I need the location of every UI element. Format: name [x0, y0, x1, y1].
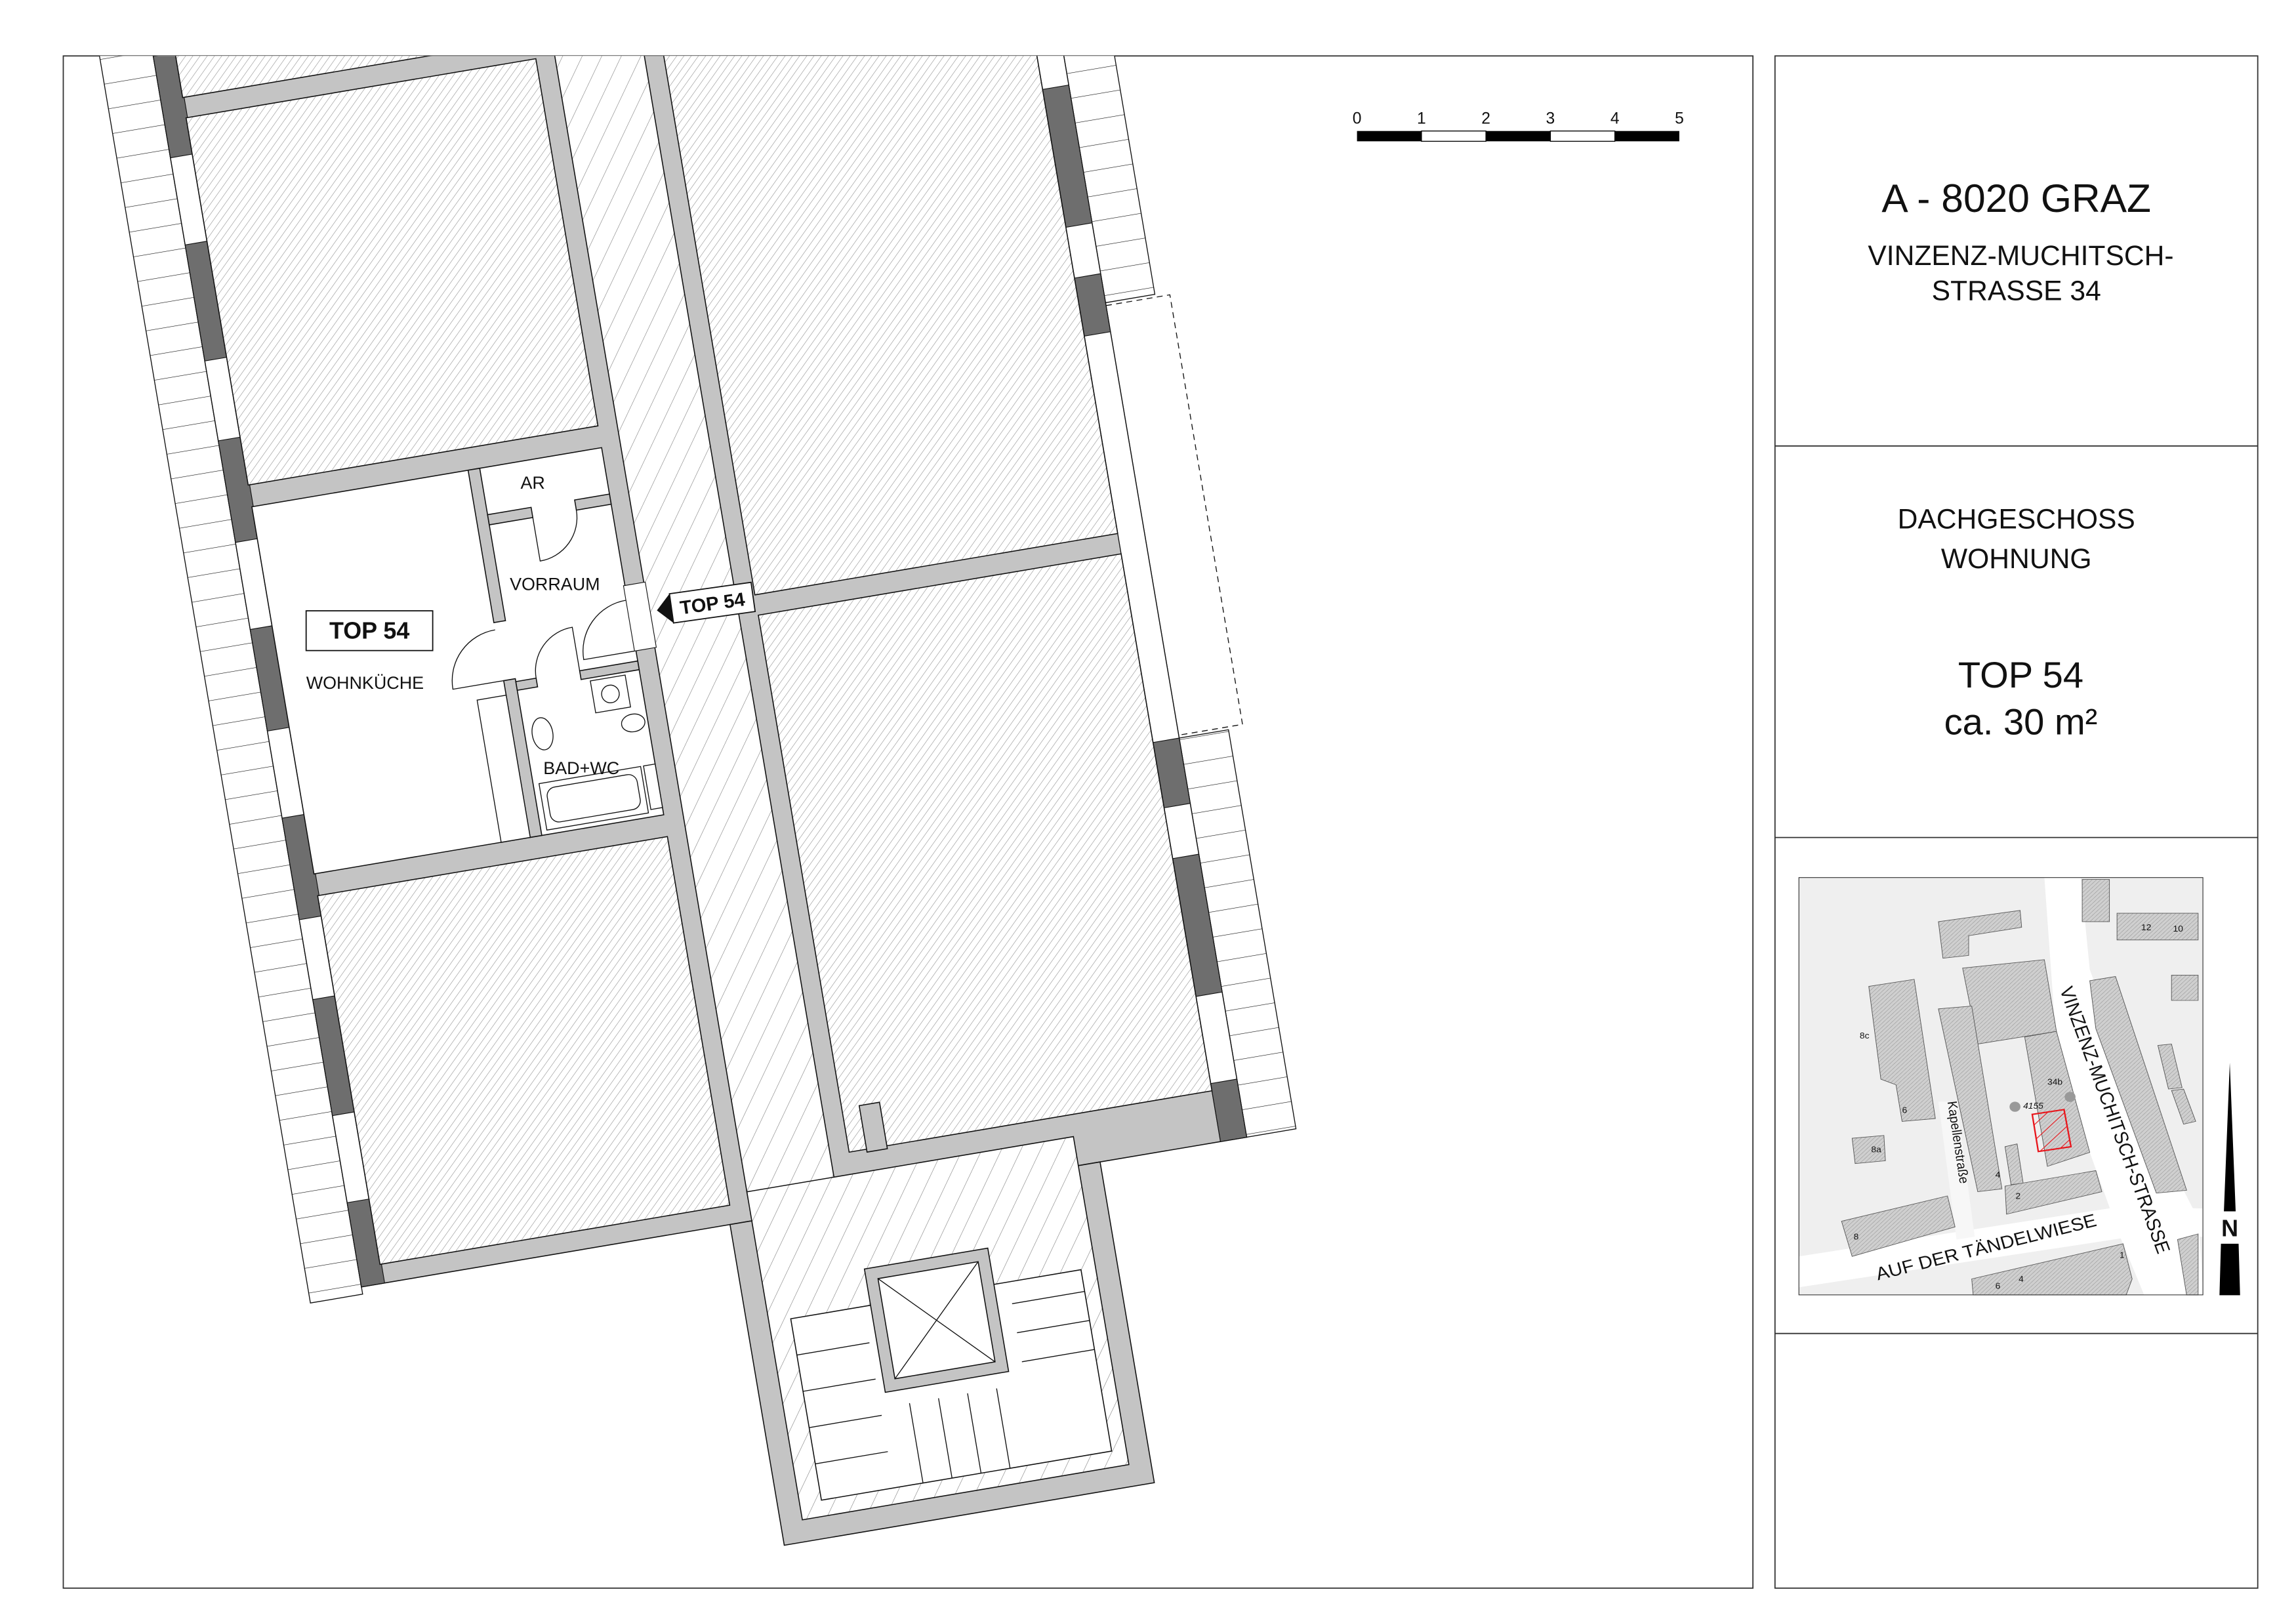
unit-north-left	[143, 56, 533, 98]
unit-top-right	[617, 56, 1118, 596]
street-kapellen	[1938, 1101, 1975, 1240]
unit-area: ca. 30 m²	[1944, 701, 2098, 743]
survey-point-icon	[2009, 1101, 2020, 1112]
wall-kitchen-vorraum-upper	[467, 467, 506, 623]
ar-door-swing	[532, 510, 578, 562]
room-label-bad-wc: BAD+WC	[543, 758, 619, 778]
survey-point-icon	[2064, 1092, 2076, 1102]
scale-label: 0	[1353, 110, 1362, 127]
highlight-top-54	[2031, 1109, 2072, 1153]
scale-bar: 0 1 2 3 4 5	[1353, 110, 1684, 142]
balcony-outline	[1105, 294, 1243, 736]
street-line-2: STRASSE 34	[1932, 276, 2101, 307]
kitchen-counter	[476, 694, 531, 843]
wall-bath-right	[579, 660, 640, 680]
scale-label: 5	[1675, 110, 1684, 127]
room-label-ar: AR	[520, 473, 544, 493]
house-number: 4	[1996, 1170, 2001, 1180]
north-label: N	[2221, 1216, 2238, 1242]
entry-arrow-icon	[657, 594, 674, 623]
parapet-right-upper	[1006, 56, 1156, 304]
house-number: 10	[2173, 924, 2183, 933]
site-map: VINZENZ-MUCHITSCH-STRASSE AUF DER TÄNDEL…	[1798, 877, 2204, 1296]
window-piers	[153, 56, 1248, 1288]
unit-top-left	[185, 58, 599, 486]
washbasin	[531, 717, 554, 750]
room-label-wohnkueche: WOHNKÜCHE	[306, 673, 424, 693]
house-number: 4155	[2023, 1101, 2043, 1111]
street-line-1: VINZENZ-MUCHITSCH-	[1868, 240, 2173, 272]
wall-ar-right	[574, 493, 612, 511]
house-number: 1	[2120, 1250, 2125, 1260]
washer	[601, 684, 620, 703]
floor-line-1: DACHGESCHOSS	[1898, 503, 2135, 535]
street-tandelwiese	[1798, 1206, 2204, 1288]
wall-bath	[515, 677, 539, 691]
unit-bottom-right-notch	[858, 1101, 888, 1153]
house-number: 12	[2141, 922, 2151, 932]
house-number: 8c	[1860, 1031, 1870, 1040]
house-number: 34b	[2047, 1077, 2062, 1086]
scale-label: 3	[1546, 110, 1555, 127]
house-number: 2	[2016, 1191, 2021, 1201]
unit-bottom-right	[758, 553, 1213, 1153]
entry-tag: TOP 54	[657, 581, 756, 624]
floor-plan: AR VORRAUM TOP 54 WOHNKÜCHE BAD+WC TOP 5…	[69, 56, 1297, 1546]
scale-label: 4	[1610, 110, 1620, 127]
house-number: 4	[2019, 1274, 2024, 1283]
title-block: A - 8020 GRAZ VINZENZ-MUCHITSCH- STRASSE…	[1774, 55, 2259, 1589]
shaft	[643, 763, 663, 810]
scale-label: 2	[1481, 110, 1490, 127]
entry-door-swing	[583, 600, 635, 661]
unit-bottom-left	[317, 836, 731, 1265]
wall-ar	[487, 506, 534, 525]
floor-line-2: WOHNUNG	[1941, 543, 2092, 575]
bathtub-inner	[546, 774, 641, 823]
kitchen-door-swing	[451, 629, 504, 690]
unit-box-label: TOP 54	[329, 618, 409, 644]
north-arrow-icon: N	[2219, 1062, 2240, 1296]
house-number: 6	[1902, 1105, 1908, 1115]
toilet	[621, 713, 646, 733]
entry-door-gap	[623, 581, 657, 652]
elevator-cross	[878, 1261, 996, 1380]
scale-label: 1	[1417, 110, 1426, 127]
room-label-vorraum: VORRAUM	[510, 575, 600, 594]
city-title: A - 8020 GRAZ	[1881, 176, 2151, 220]
bath-door-swing	[535, 627, 581, 678]
house-number: 8	[1854, 1232, 1859, 1241]
house-number: 8a	[1871, 1145, 1881, 1154]
house-number: 6	[1996, 1281, 2001, 1290]
unit-box	[305, 610, 434, 651]
unit-number: TOP 54	[1958, 654, 2083, 695]
